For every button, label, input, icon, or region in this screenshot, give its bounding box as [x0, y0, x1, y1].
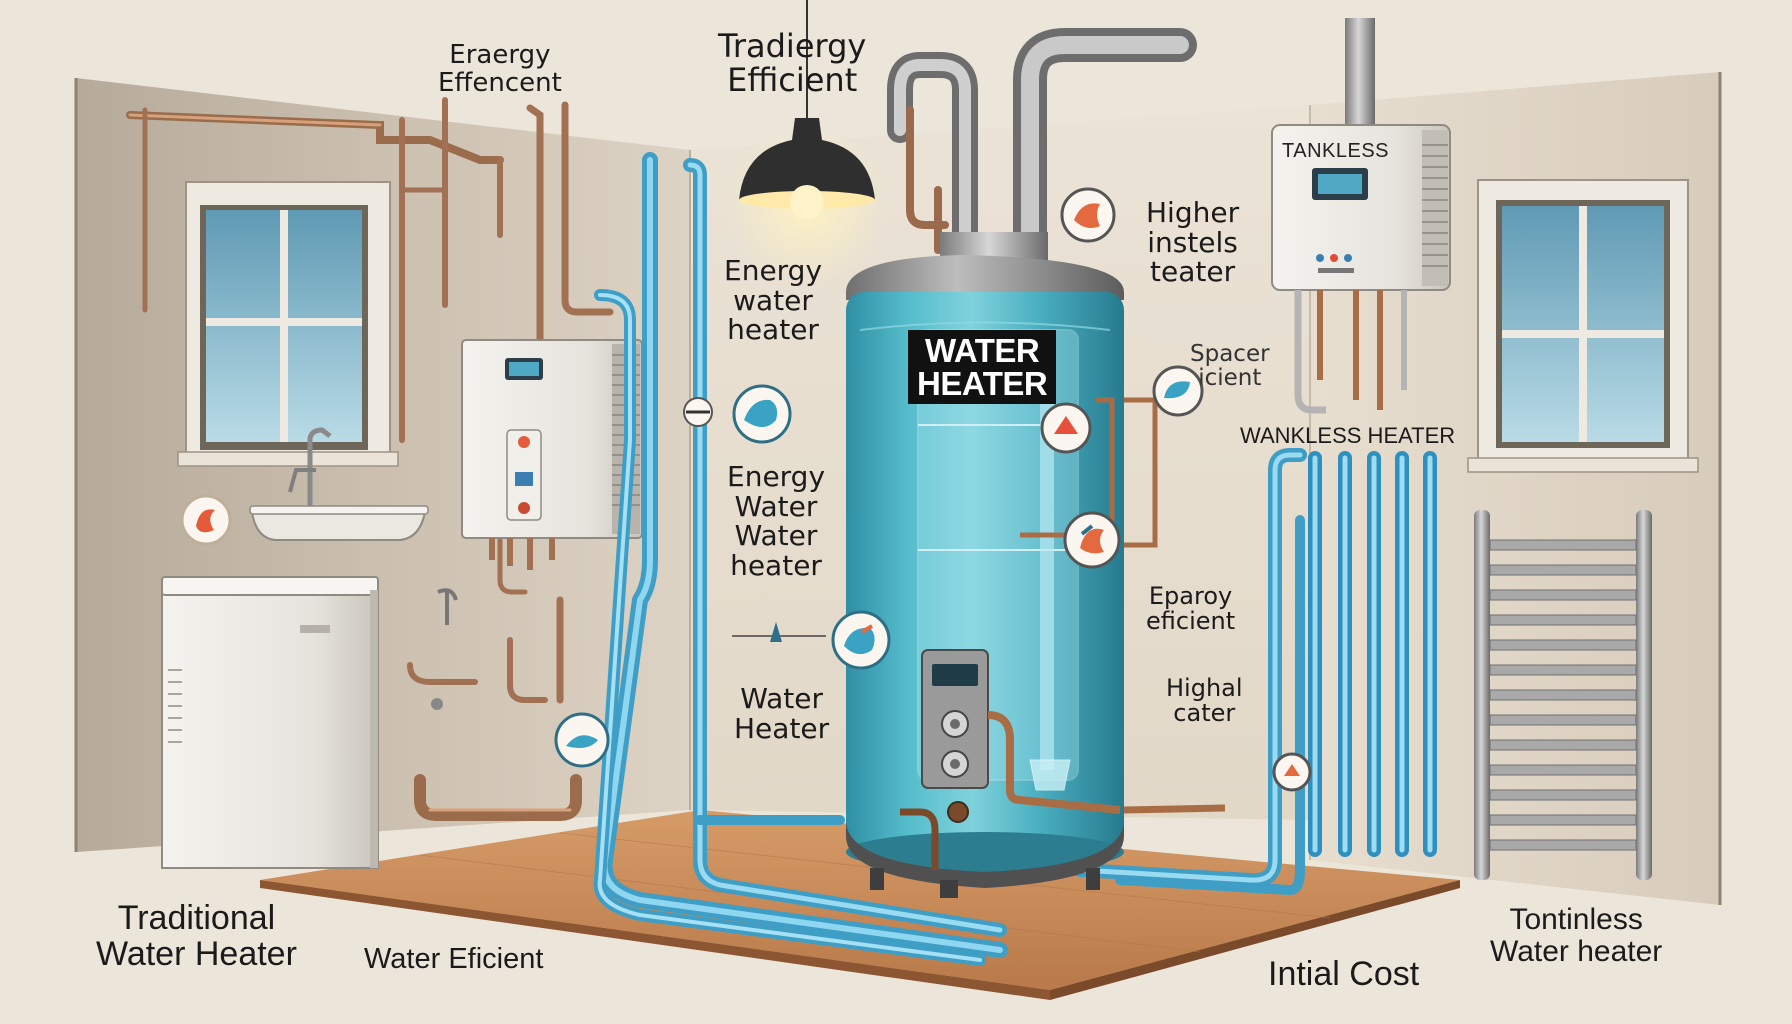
caption-initial-cost: Intial Cost	[1268, 955, 1420, 993]
label-energy-water-heater-1: Energy water heater	[724, 254, 823, 347]
tap-badge-icon	[554, 712, 610, 768]
right-window	[1467, 179, 1699, 473]
tankless-unit-label: TANKLESS	[1282, 140, 1389, 162]
towel-radiator	[1474, 510, 1652, 880]
heat-badge-icon	[1040, 402, 1092, 454]
caption-water-efficient: Water Eficient	[364, 943, 544, 975]
leaf-badge-icon	[1152, 365, 1204, 417]
water-drop-badge-icon	[732, 384, 792, 444]
pendant-lamp	[727, 0, 887, 285]
pointer-marker-icon	[732, 622, 826, 642]
tankless-unit	[1271, 18, 1451, 414]
label-higher-installs: Higher instels teater	[1146, 196, 1240, 289]
cold-water-pipes	[593, 152, 1307, 966]
faucet-icon	[431, 588, 458, 710]
dial-badge-icon	[831, 610, 891, 670]
wall-boiler-left	[461, 339, 643, 570]
valve-icon	[683, 397, 713, 427]
pressure-gauge-icon	[1272, 752, 1312, 792]
label-wankless-heater: WANKLESS HEATER	[1240, 423, 1456, 448]
wooden-floor	[260, 810, 1460, 990]
left-copper-pipes	[126, 97, 614, 821]
left-window	[177, 181, 399, 467]
gauge-badge-icon	[1063, 511, 1121, 569]
wall-sink	[249, 427, 429, 541]
label-energy-water-heater-2: Energy Water Water heater	[727, 460, 826, 583]
traditional-heater-cabinet	[161, 576, 379, 869]
tank-flue-pipes	[887, 28, 1197, 277]
tankless-tubes	[1308, 451, 1437, 857]
flame-badge-icon	[180, 494, 232, 546]
shower-badge-icon	[1060, 187, 1116, 243]
